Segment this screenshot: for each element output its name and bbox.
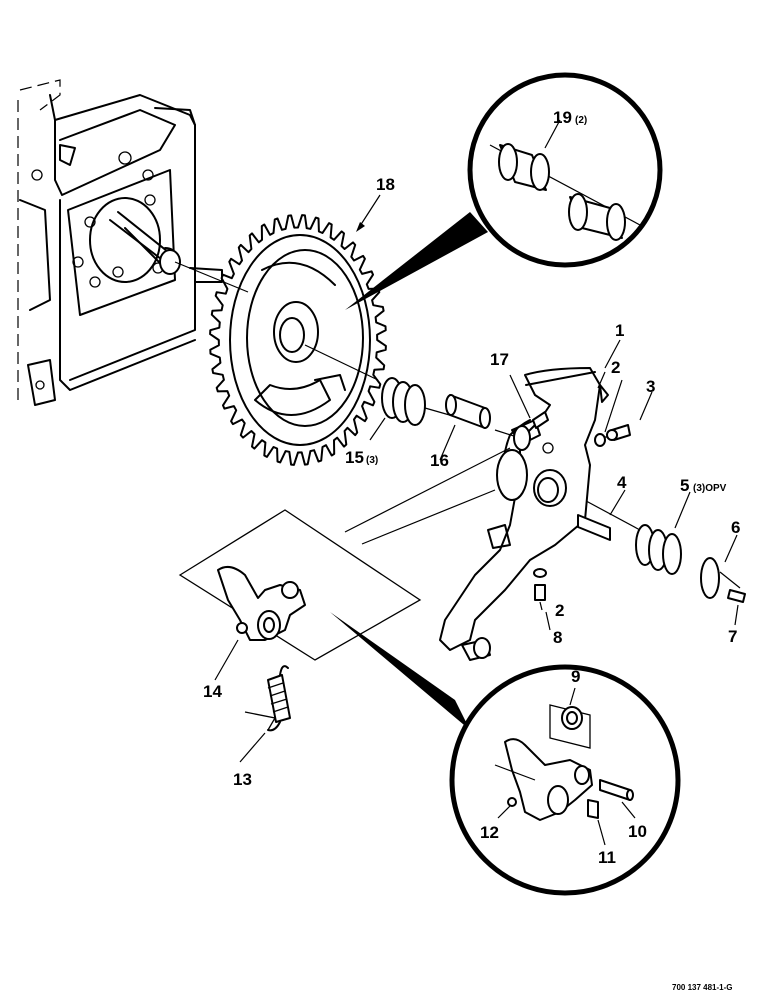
callout-10: 10 (628, 822, 647, 841)
callout-labels: 1 2 3 4 5 (3)OPV 6 7 2 8 9 10 11 12 13 1… (203, 108, 740, 867)
callout-2-upper: 2 (611, 358, 620, 377)
callout-6: 6 (731, 518, 740, 537)
bushing (445, 394, 491, 429)
callout-2-lower: 2 (555, 601, 564, 620)
callout-5-qty: (3)OPV (693, 483, 727, 494)
callout-14: 14 (203, 682, 222, 701)
callout-8: 8 (553, 628, 562, 647)
callout-15: 15 (345, 448, 364, 467)
callout-4: 4 (617, 473, 627, 492)
small-hardware (532, 411, 746, 603)
detail-circle-bushings (345, 72, 663, 310)
callout-16: 16 (430, 451, 449, 470)
arm-assembly (439, 367, 609, 661)
callout-12: 12 (480, 823, 499, 842)
callout-5: 5 (680, 476, 689, 495)
latch-and-spring (217, 565, 306, 732)
reference-plate (178, 509, 422, 661)
callout-15-qty: (3) (366, 455, 378, 466)
callout-19: 19 (553, 108, 572, 127)
callout-7: 7 (728, 627, 737, 646)
machine-frame (17, 79, 223, 406)
leader-arrows (214, 119, 739, 846)
callout-11: 11 (598, 848, 616, 867)
callout-13: 13 (233, 770, 252, 789)
sprocket (209, 214, 387, 466)
drawing-code: 700 137 481-1-G (672, 983, 733, 992)
spring-washers (381, 377, 426, 426)
callout-1: 1 (615, 321, 624, 340)
callout-19-qty: (2) (575, 115, 587, 126)
callout-3: 3 (646, 377, 655, 396)
detail-circle-latch (330, 612, 681, 896)
callout-18: 18 (376, 175, 395, 194)
callout-9: 9 (571, 667, 580, 686)
callout-17: 17 (490, 350, 509, 369)
